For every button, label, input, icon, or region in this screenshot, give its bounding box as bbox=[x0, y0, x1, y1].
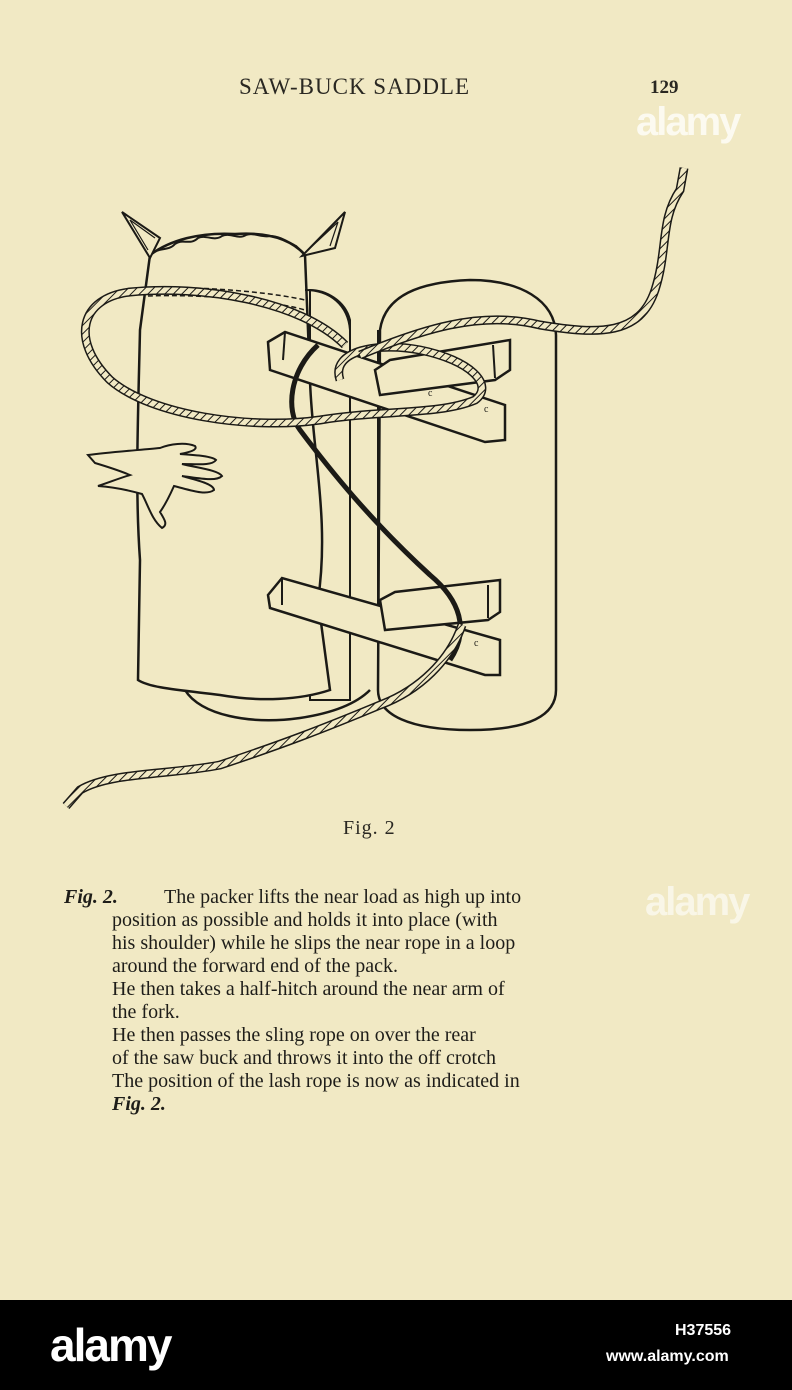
sack-ear-left-inner bbox=[129, 219, 156, 251]
watermark-overlay-mid: alamy bbox=[645, 880, 750, 924]
pack-bottom-outline bbox=[183, 689, 371, 722]
caption-line-10: Fig. 2. bbox=[112, 1093, 696, 1116]
figure-label: Fig. 2 bbox=[343, 817, 396, 839]
watermark-overlay: alamy bbox=[636, 100, 741, 144]
page-number: 129 bbox=[650, 77, 679, 98]
sling-rope bbox=[289, 343, 463, 662]
caption-line-6: the fork. bbox=[112, 1001, 180, 1023]
running-title: SAW-BUCK SADDLE bbox=[239, 74, 471, 99]
sack-ruffle bbox=[149, 233, 306, 257]
mark-c-1: c bbox=[428, 388, 433, 399]
caption-lead: Fig. 2. bbox=[64, 886, 118, 908]
footer-logo: alamy bbox=[50, 1319, 172, 1371]
sack-fold bbox=[304, 289, 351, 331]
rope-tail-upper bbox=[358, 167, 689, 360]
caption-line-4: around the forward end of the pack. bbox=[112, 955, 398, 977]
sack-ear-left bbox=[121, 211, 162, 261]
off-load-outline bbox=[376, 278, 558, 732]
hand-drawing bbox=[86, 442, 224, 530]
sack-ear-right-inner bbox=[307, 221, 339, 251]
caption-line-1: Fig. 2.The packer lifts the near load as… bbox=[64, 886, 522, 908]
caption-line-5: He then takes a half-hitch around the ne… bbox=[112, 978, 505, 1000]
footer-url: www.alamy.com bbox=[606, 1348, 729, 1365]
caption-line-3: his shoulder) while he slips the near ro… bbox=[112, 932, 516, 954]
mark-c-2: c bbox=[484, 404, 489, 415]
image-id: H37556 bbox=[675, 1322, 732, 1339]
caption-line-7: He then passes the sling rope on over th… bbox=[112, 1024, 476, 1046]
watermark-footer: alamy H37556 www.alamy.com bbox=[0, 1300, 792, 1390]
book-page: SAW-BUCK SADDLE 129 alamy bbox=[62, 74, 751, 1116]
caption-line-2: position as possible and holds it into p… bbox=[112, 909, 498, 931]
caption-line-8: of the saw buck and throws it into the o… bbox=[112, 1047, 496, 1069]
caption-figure-ref: Fig. 2. bbox=[112, 1093, 166, 1115]
caption-line-9: The position of the lash rope is now as … bbox=[112, 1070, 520, 1092]
mark-c-3: c bbox=[474, 638, 479, 649]
lower-fork bbox=[266, 576, 502, 677]
figure-caption: Fig. 2.The packer lifts the near load as… bbox=[64, 886, 696, 1116]
saddle-illustration: c c c bbox=[62, 167, 689, 809]
